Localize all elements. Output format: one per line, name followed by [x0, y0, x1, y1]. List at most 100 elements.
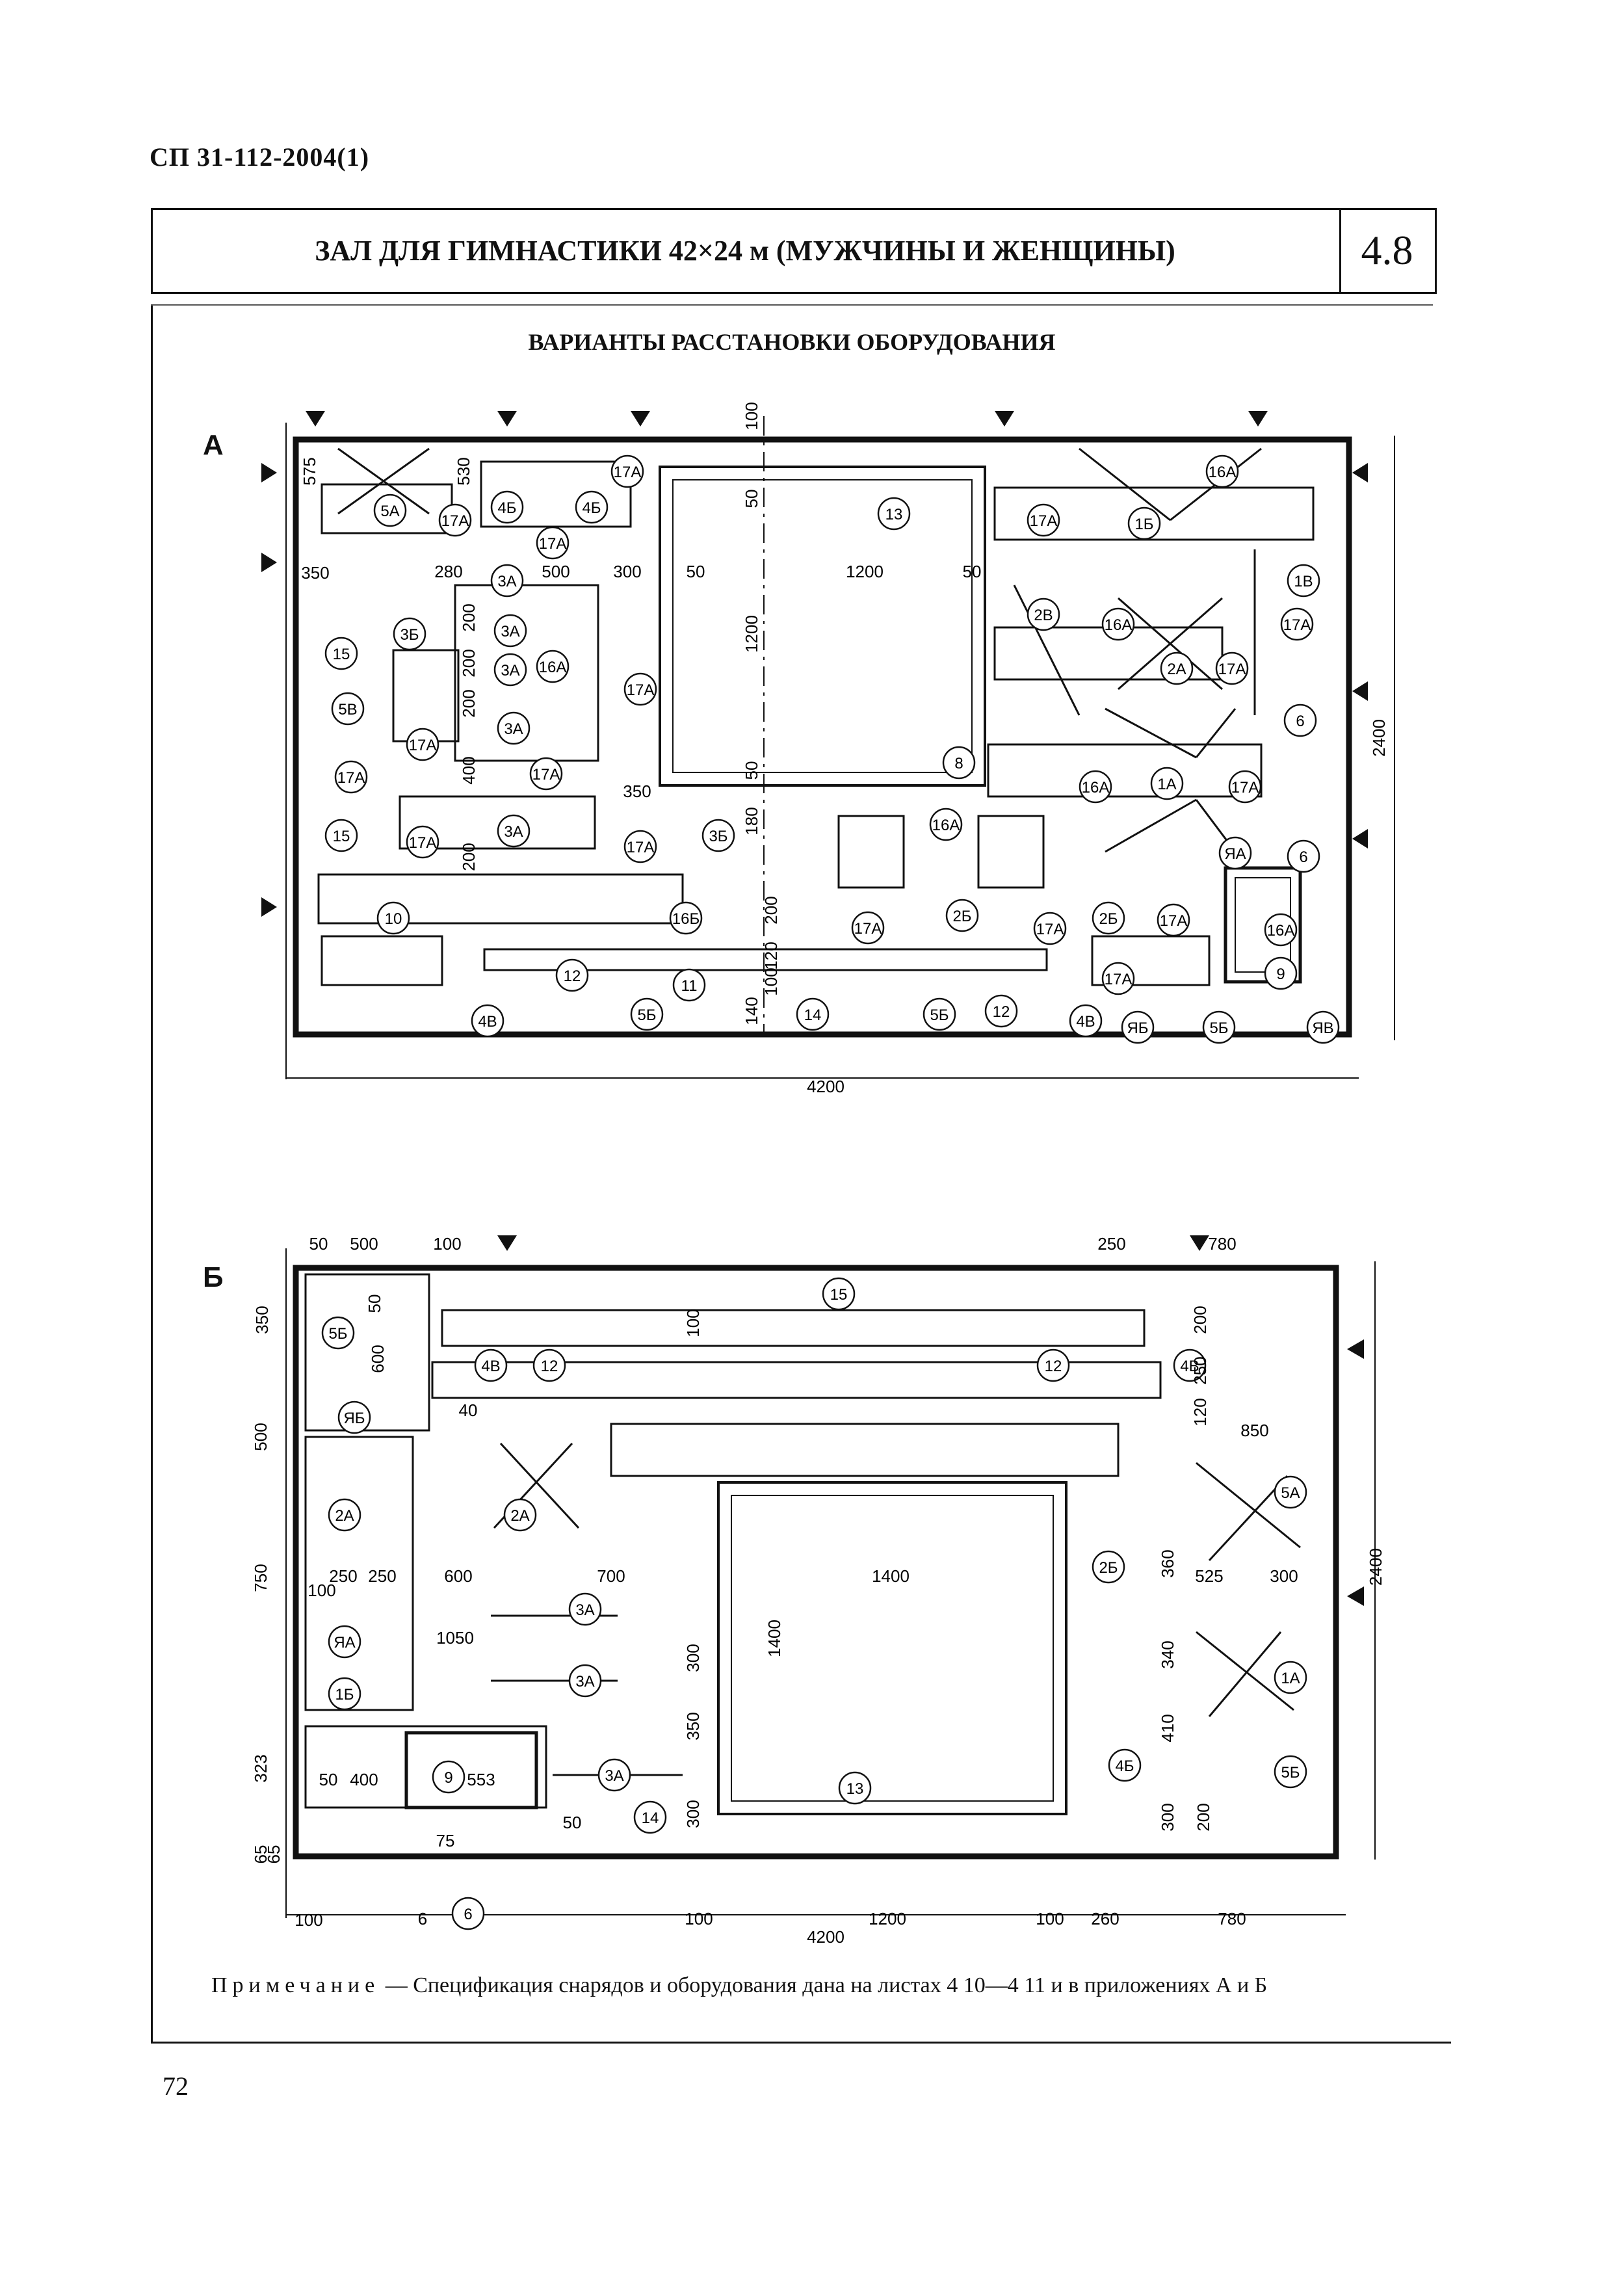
plan-b-floor-area-inner: [731, 1495, 1054, 1802]
title-frame: [151, 208, 1437, 294]
equipment-callout-circle: [1264, 956, 1298, 990]
equipment-callout-label: 5А: [1281, 1484, 1300, 1502]
body-frame-top: [151, 304, 1433, 306]
dimension-label: 750: [251, 1564, 270, 1592]
page-number: 72: [163, 2071, 189, 2101]
equipment-callout-circle: [984, 994, 1018, 1028]
equipment-callout-label: 3А: [504, 720, 523, 738]
dimension-label: 1050: [436, 1628, 474, 1648]
equipment-callout-label: 12: [541, 1358, 558, 1375]
document-code: СП 31-112-2004(1): [150, 142, 370, 172]
equipment-callout-circle: [1127, 506, 1161, 540]
equipment-callout-circle: [1306, 1010, 1340, 1044]
equipment-callout-circle: [1218, 836, 1252, 870]
plan-a-letter: А: [203, 429, 224, 461]
equipment-callout-label: 16А: [1105, 616, 1133, 634]
equipment-callout-circle: [851, 911, 885, 945]
dimension-label: 120: [761, 941, 781, 969]
dimension-label: 1400: [765, 1620, 784, 1657]
equipment-callout-circle: [1287, 839, 1320, 873]
dimension-label: 1200: [869, 1909, 906, 1928]
dimension-label: 553: [467, 1770, 495, 1789]
equipment-callout-label: 16А: [1209, 464, 1237, 481]
dimension-label: 140: [742, 997, 761, 1025]
equipment-callout-circle: [610, 454, 644, 488]
equipment-callout-label: 17А: [441, 512, 469, 530]
dimension-label: 200: [459, 603, 478, 631]
equipment-callout-label: 5Б: [328, 1325, 347, 1343]
equipment-callout-circle: [1092, 901, 1125, 935]
equipment-callout-label: 4В: [1076, 1013, 1095, 1031]
equipment-callout-circle: [328, 1625, 361, 1659]
dimension-label: 350: [683, 1712, 703, 1740]
equipment-callout-label: 11: [681, 977, 698, 995]
equipment-callout-label: 3А: [575, 1601, 594, 1619]
dimension-label: 575: [300, 457, 319, 485]
equipment-callout-circle: [451, 1897, 485, 1930]
dimension-label: 350: [623, 782, 651, 801]
dimension-label: 500: [350, 1234, 378, 1254]
dimension-label: 360: [1158, 1549, 1177, 1577]
equipment-callout-circle: [630, 997, 664, 1031]
equipment-callout-circle: [321, 1316, 355, 1350]
equipment-callout-circle: [1202, 1010, 1236, 1044]
equipment-callout-label: 15: [830, 1286, 848, 1304]
equipment-callout-label: 3А: [605, 1767, 623, 1785]
equipment-callout-circle: [1283, 703, 1317, 737]
equipment-callout-circle: [497, 814, 530, 848]
equipment-callout-circle: [493, 653, 527, 687]
equipment-callout-label: 4Б: [497, 499, 516, 517]
dimension-label: 40: [459, 1400, 478, 1420]
equipment-callout-label: 9: [1276, 966, 1285, 983]
dimension-label: 250: [1190, 1356, 1210, 1384]
plan-a-mat: [837, 815, 905, 889]
equipment-callout-label: 4В: [1180, 1358, 1199, 1375]
equipment-callout-label: 5Б: [1281, 1764, 1300, 1782]
equipment-callout-circle: [796, 997, 830, 1031]
equipment-callout-circle: [575, 490, 609, 524]
dimension-label: 200: [459, 689, 478, 717]
equipment-callout-circle: [536, 650, 570, 683]
equipment-callout-label: 6: [464, 1906, 472, 1923]
dimension-label: 400: [350, 1770, 378, 1789]
equipment-callout-label: 16А: [932, 817, 960, 834]
body-frame-bottom: [151, 2042, 1451, 2044]
equipment-callout-circle: [536, 526, 570, 560]
equipment-callout-circle: [1033, 912, 1067, 945]
equipment-callout-label: 1Б: [1134, 516, 1153, 533]
dimension-label: 4200: [807, 1077, 845, 1096]
equipment-callout-label: 3А: [501, 662, 519, 679]
dimension-label: 300: [683, 1800, 703, 1828]
dimension-label: 300: [1158, 1803, 1177, 1831]
plan-b-beam-runway: [441, 1309, 1146, 1347]
dimension-label: 250: [329, 1566, 357, 1586]
equipment-callout-label: 12: [1045, 1358, 1062, 1375]
equipment-callout-label: 17А: [532, 766, 560, 783]
plan-a-mat: [321, 935, 443, 986]
equipment-callout-label: 12: [993, 1003, 1010, 1021]
dimension-label: 75: [436, 1831, 455, 1850]
equipment-callout-label: 6: [1296, 713, 1304, 730]
equipment-callout-circle: [1215, 651, 1249, 685]
equipment-callout-label: 17А: [854, 920, 882, 938]
equipment-callout-circle: [568, 1592, 602, 1626]
equipment-callout-circle: [822, 1277, 856, 1311]
plan-a-mat: [454, 584, 599, 762]
equipment-callout-circle: [471, 1004, 504, 1038]
equipment-callout-label: 5Б: [1209, 1019, 1228, 1037]
equipment-callout-circle: [1173, 1348, 1207, 1382]
dimension-label: 525: [1195, 1566, 1223, 1586]
dimension-label: 100: [685, 1909, 713, 1928]
dimension-label: 6: [418, 1909, 427, 1928]
equipment-callout-label: 2Б: [1099, 910, 1118, 928]
sheet-number: 4.8: [1361, 227, 1413, 273]
dimension-label: 100: [1036, 1909, 1064, 1928]
equipment-callout-label: 14: [804, 1006, 822, 1024]
equipment-callout-label: 4Б: [582, 499, 601, 517]
dimension-label: 1400: [872, 1566, 910, 1586]
dimension-label: 50: [742, 490, 761, 508]
equipment-callout-label: ЯА: [334, 1634, 355, 1651]
equipment-callout-circle: [324, 819, 358, 852]
